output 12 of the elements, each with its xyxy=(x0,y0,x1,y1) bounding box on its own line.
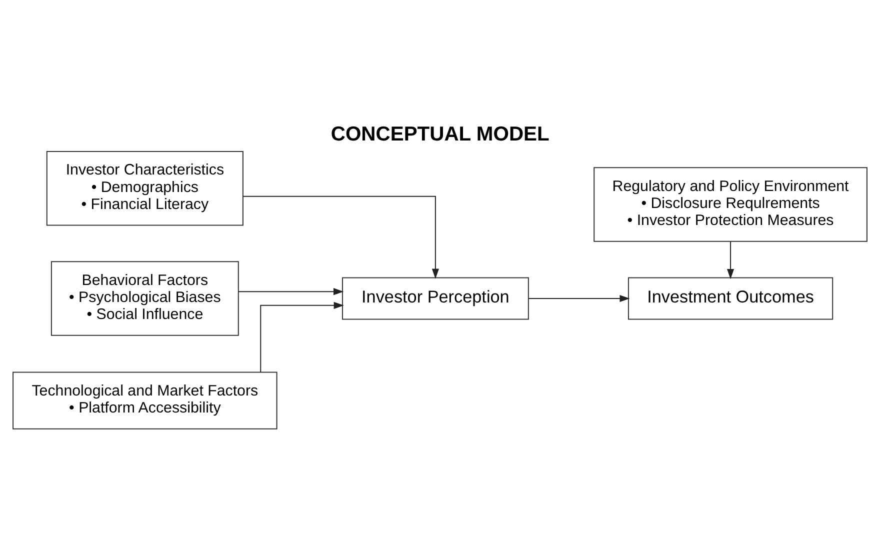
node-box: Behavioral Factors • Psychological Biases • Social Influence xyxy=(50,260,238,336)
arrow xyxy=(726,241,734,279)
node-box: Regulatory and Policy Environment • Disclosure Requlrements • Investor Protection Measures xyxy=(593,166,867,242)
arrow xyxy=(238,288,344,295)
node-box: Investor Characteristics • Demographics • Financial Literacy xyxy=(46,150,243,226)
node-box: Technological and Market Factors • Platform Accessibility xyxy=(12,371,277,429)
diagram-title: CONCEPTUAL MODEL xyxy=(330,122,549,145)
node-box: Investment Outcomes xyxy=(627,276,833,320)
arrow xyxy=(528,294,630,302)
arrow xyxy=(260,301,344,372)
arrow xyxy=(242,195,438,278)
node-box: Investor Perception xyxy=(341,276,528,320)
